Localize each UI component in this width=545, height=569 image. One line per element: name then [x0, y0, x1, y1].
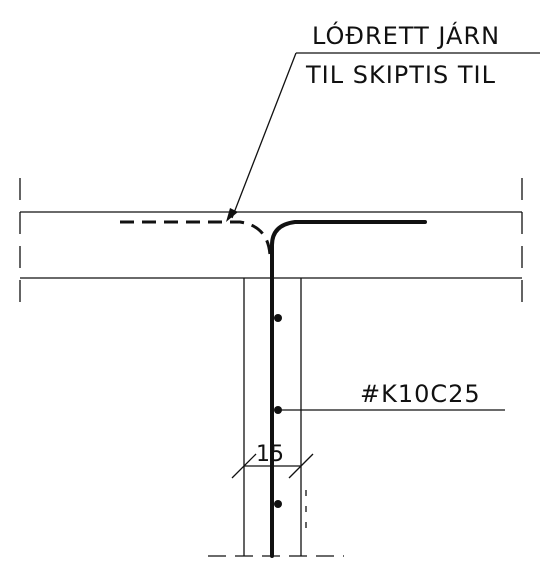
annotation-line-2: TIL SKIPTIS TIL	[305, 61, 496, 89]
rebar-dot	[274, 314, 282, 322]
leader-arrowhead	[226, 208, 238, 222]
rebar-label: #K10C25	[360, 380, 481, 408]
annotation-line-1: LÓÐRETT JÁRN	[312, 20, 500, 50]
dimension-tick-left	[231, 453, 257, 479]
alternating-rebar	[120, 220, 272, 256]
leader-line	[231, 52, 297, 219]
rebar-dot	[274, 500, 282, 508]
vertical-rebar	[270, 220, 427, 558]
dimension-tick-right	[288, 453, 314, 479]
dimension-label: 15	[256, 442, 284, 467]
